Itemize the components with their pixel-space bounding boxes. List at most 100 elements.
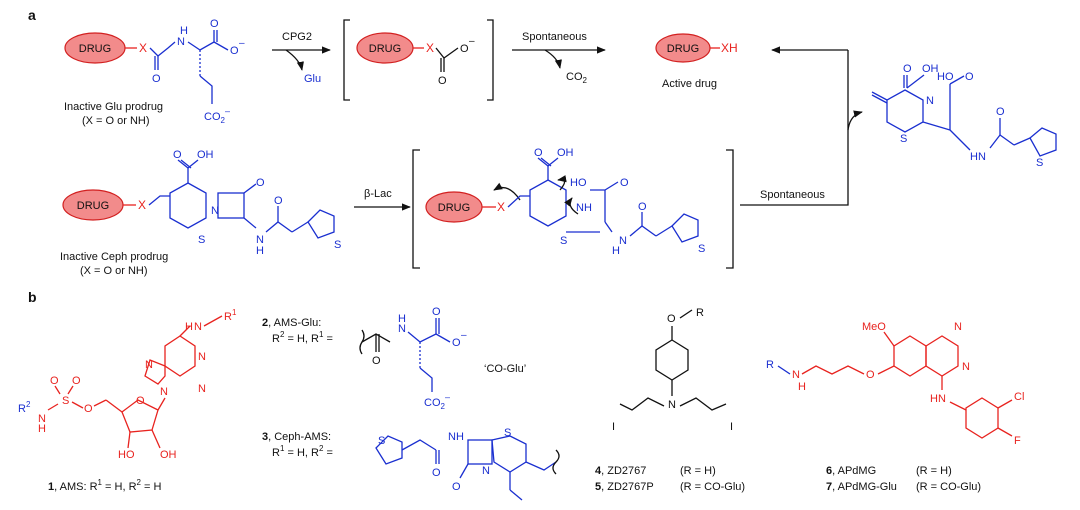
atom-o: O xyxy=(638,201,647,213)
glu-prodrug: DRUG X O N H O O – CO2– Inactive Glu pro… xyxy=(64,18,245,127)
atom-o: O xyxy=(460,43,469,55)
atom-s: S xyxy=(334,239,341,251)
xh-label: XH xyxy=(721,41,738,55)
atom-s: S xyxy=(698,243,705,255)
atom-o: O xyxy=(210,18,219,30)
compound-3-label: 3, Ceph-AMS: xyxy=(262,431,331,443)
cpg2-arrow: CPG2 Glu xyxy=(272,31,331,85)
x-label: X xyxy=(138,198,146,212)
atom-h: H xyxy=(798,381,806,393)
atom-h: H xyxy=(180,25,188,37)
glu-prodrug-caption-2: (X = O or NH) xyxy=(82,115,150,127)
ceph-prodrug-caption-1: Inactive Ceph prodrug xyxy=(60,251,168,263)
spontaneous-label-1: Spontaneous xyxy=(522,31,587,43)
spontaneous-label-2: Spontaneous xyxy=(760,189,825,201)
atom-hn: HN xyxy=(930,393,946,405)
atom-o: O xyxy=(866,369,875,381)
atom-i: I xyxy=(612,421,615,433)
compound-6-label: 6, APdMG xyxy=(826,465,876,477)
atom-s: S xyxy=(560,235,567,247)
drug-label: DRUG xyxy=(79,43,111,55)
compound-2: 2, AMS-Glu: R2 = H, R1 = O H N O O – CO2… xyxy=(262,306,526,411)
active-drug-caption: Active drug xyxy=(662,78,717,90)
atom-o: O xyxy=(432,306,441,318)
atom-ho: HO xyxy=(570,177,587,189)
atom-s: S xyxy=(378,435,385,447)
atom-n: N xyxy=(198,383,206,395)
compound-1: H N R1 N N N N O HO OH O S O O R2 N H 1,… xyxy=(18,308,237,493)
ceph-prodrug-caption-2: (X = O or NH) xyxy=(80,265,148,277)
atom-o: O xyxy=(136,395,145,407)
compound-6-7: MeO N N O N H R HN Cl F 6, APdMG (R = H)… xyxy=(766,321,1024,493)
atom-nh: NH xyxy=(448,431,464,443)
atom-s: S xyxy=(62,395,69,407)
atom-o: O xyxy=(84,403,93,415)
atom-r2: R2 xyxy=(18,400,31,415)
atom-o: O xyxy=(452,337,461,349)
atom-r: R xyxy=(766,359,774,371)
ceph-intermediate: DRUG X O OH NH HO O S H N O S xyxy=(412,147,734,269)
glu-prodrug-caption-1: Inactive Glu prodrug xyxy=(64,101,163,113)
atom-i: I xyxy=(730,421,733,433)
atom-n: N xyxy=(398,323,406,335)
atom-o: O xyxy=(152,73,161,85)
atom-oh: OH xyxy=(197,149,214,161)
ceph-byproduct: O OH N S HO O H N O S xyxy=(871,63,1057,169)
atom-h: H xyxy=(970,151,978,163)
drug-label: DRUG xyxy=(438,202,470,214)
minus-sign: – xyxy=(469,36,475,47)
atom-s: S xyxy=(900,133,907,145)
atom-meo: MeO xyxy=(862,321,886,333)
compound-6-r: (R = H) xyxy=(916,465,952,477)
atom-n: N xyxy=(211,205,219,217)
atom-oh: OH xyxy=(922,63,939,75)
blac-arrow: β-Lac xyxy=(354,188,411,211)
compound-1-label: 1, AMS: R1 = H, R2 = H xyxy=(48,478,162,493)
atom-co2: CO2– xyxy=(424,392,450,411)
atom-n: N xyxy=(160,386,168,398)
compound-4-r: (R = H) xyxy=(680,465,716,477)
spontaneous-arrow-1: Spontaneous CO2 xyxy=(512,31,606,85)
atom-n: N xyxy=(198,351,206,363)
panel-label-a: a xyxy=(28,7,36,23)
compound-7-r: (R = CO-Glu) xyxy=(916,481,981,493)
atom-h: H xyxy=(612,245,620,257)
atom-co2: CO2– xyxy=(204,106,230,125)
atom-s: S xyxy=(504,427,511,439)
atom-o: O xyxy=(438,75,447,87)
atom-o: O xyxy=(620,177,629,189)
cpg2-label: CPG2 xyxy=(282,31,312,43)
compound-2-rgroups: R2 = H, R1 = xyxy=(272,330,333,345)
atom-n: N xyxy=(256,234,264,246)
compound-5-label: 5, ZD2767P xyxy=(595,481,654,493)
atom-h: H xyxy=(38,423,46,435)
atom-o: O xyxy=(173,149,182,161)
atom-o: O xyxy=(72,375,81,387)
atom-n: N xyxy=(482,465,490,477)
atom-r: R xyxy=(696,307,704,319)
glu-label: Glu xyxy=(304,73,321,85)
atom-o: O xyxy=(452,481,461,493)
atom-o: O xyxy=(996,106,1005,118)
atom-n: N xyxy=(38,413,46,425)
atom-n: N xyxy=(619,235,627,247)
atom-n: N xyxy=(145,359,153,371)
atom-oh: OH xyxy=(557,147,574,159)
atom-o: O xyxy=(50,375,59,387)
x-label: X xyxy=(497,200,505,214)
atom-n: N xyxy=(962,361,970,373)
atom-o: O xyxy=(432,467,441,479)
drug-label: DRUG xyxy=(667,43,699,55)
compound-7-label: 7, APdMG-Glu xyxy=(826,481,897,493)
ceph-prodrug: DRUG X O OH N O S H N O S Inactive Ceph … xyxy=(60,149,341,277)
atom-oh: OH xyxy=(160,449,177,461)
atom-s: S xyxy=(198,234,205,246)
atom-cl: Cl xyxy=(1014,391,1024,403)
compound-4-5: O R N I I 4, ZD2767 (R = H) 5, ZD2767P (… xyxy=(595,307,745,493)
atom-o: O xyxy=(534,147,543,159)
x-label: X xyxy=(426,41,434,55)
atom-o: O xyxy=(667,313,676,325)
atom-h: H xyxy=(398,313,406,325)
x-label: X xyxy=(139,41,147,55)
